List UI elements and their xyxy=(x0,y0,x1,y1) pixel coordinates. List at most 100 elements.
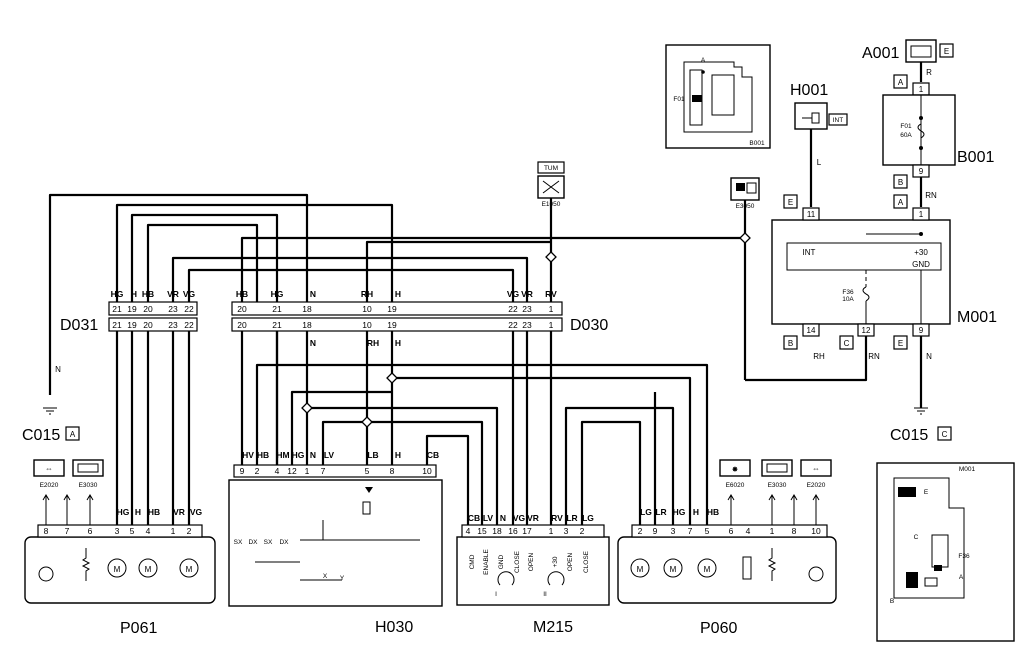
d030-top-pin: 22 xyxy=(508,304,518,314)
d030-bottom-pin: 10 xyxy=(362,320,372,330)
svg-text:B: B xyxy=(788,339,793,348)
svg-text:⇔: ⇔ xyxy=(45,464,53,473)
inset-m001-f36: F36 xyxy=(958,553,970,560)
svg-text:E: E xyxy=(898,339,903,348)
m215-wire-color: VR xyxy=(527,513,539,523)
svg-text:1: 1 xyxy=(919,210,924,219)
d030-connector: D030 xyxy=(231,301,608,334)
p061-pin: 1 xyxy=(171,526,176,536)
inset-m001-name: M001 xyxy=(959,466,976,473)
p060-pin: 3 xyxy=(671,526,676,536)
p061-wire-color: VG xyxy=(190,507,203,517)
h030-internal-label: DX xyxy=(248,539,258,546)
d030-bottom-pin: 18 xyxy=(302,320,312,330)
svg-text:X: X xyxy=(323,573,328,580)
d030-wire-color: RH xyxy=(361,289,373,299)
h030-module: N Y X H030 xyxy=(228,464,443,636)
p060-pin: 2 xyxy=(638,526,643,536)
d031-wire-color: VR xyxy=(167,289,179,299)
upper-wiring: N xyxy=(48,193,923,408)
d030-bottom-color: RH xyxy=(367,338,379,348)
h030-wire-color: H xyxy=(395,450,401,460)
m215-wire-color: VG xyxy=(513,513,526,523)
m215-wire-color: LV xyxy=(483,513,494,523)
svg-text:INT: INT xyxy=(803,248,816,257)
p061-wire-color: HB xyxy=(148,507,160,517)
d030-bottom-pin: 20 xyxy=(237,320,247,330)
h030-wire-color: HG xyxy=(292,450,305,460)
p060-pin: 7 xyxy=(688,526,693,536)
d031-wire-color: VG xyxy=(183,289,196,299)
h030-pin: 12 xyxy=(287,466,297,476)
h030-internal-label: DX xyxy=(279,539,289,546)
p061-pin: 8 xyxy=(44,526,49,536)
p060-wire-color: HB xyxy=(707,507,719,517)
inset-b001-f01: F01 xyxy=(673,96,685,103)
svg-text:E3030: E3030 xyxy=(79,482,98,489)
svg-text:RH: RH xyxy=(813,352,825,361)
ground-c015-right: C015 C xyxy=(890,407,952,444)
svg-text:60A: 60A xyxy=(900,132,912,139)
h030-wire-color: N xyxy=(310,450,316,460)
svg-text:M: M xyxy=(704,565,711,574)
m215-wire-color: RV xyxy=(551,513,563,523)
m215-wire-color: LR xyxy=(566,513,577,523)
d030-wire-color: HG xyxy=(271,289,284,299)
svg-text:14: 14 xyxy=(807,326,816,335)
h001-label: H001 xyxy=(790,82,828,99)
m215-pin: 16 xyxy=(508,526,518,536)
b001-label: B001 xyxy=(957,149,994,166)
inset-b001-name: B001 xyxy=(749,140,765,147)
m215-pin-function: CLOSE xyxy=(583,550,590,573)
d030-top-pin: 18 xyxy=(302,304,312,314)
m215-pin: 17 xyxy=(522,526,532,536)
svg-text:E: E xyxy=(788,198,793,207)
lower-wiring xyxy=(115,331,709,525)
h030-pin: 5 xyxy=(365,466,370,476)
d031-top-pin: 21 xyxy=(112,304,122,314)
ground-c015-left: C015 A xyxy=(22,407,80,444)
p060-pin: 9 xyxy=(653,526,658,536)
d030-bottom-pin: 22 xyxy=(508,320,518,330)
svg-text:TUM: TUM xyxy=(544,165,558,172)
p061-wire-color: H xyxy=(135,507,141,517)
svg-text:M: M xyxy=(670,565,677,574)
d031-bottom-pin: 20 xyxy=(143,320,153,330)
h030-pin: 9 xyxy=(240,466,245,476)
m215-pin-function: OPEN xyxy=(567,552,574,571)
d030-label: D030 xyxy=(570,317,608,334)
svg-text:F36: F36 xyxy=(842,289,854,296)
h030-pin: 8 xyxy=(390,466,395,476)
m215-wire-color: CB xyxy=(468,513,480,523)
b001-fusebox: A 1 F01 60A B001 9 B RN xyxy=(882,74,994,207)
svg-text:N: N xyxy=(55,365,61,374)
c015-right-label: C015 xyxy=(890,427,928,444)
svg-text:R: R xyxy=(926,68,932,77)
p061-label: P061 xyxy=(120,620,157,637)
d030-bottom-pin: 1 xyxy=(549,320,554,330)
svg-text:A: A xyxy=(898,78,904,87)
m215-pin-function: CLOSE xyxy=(514,550,521,573)
d030-bottom-color: H xyxy=(395,338,401,348)
svg-text:E3030: E3030 xyxy=(768,482,787,489)
m215-pin-function: CMD xyxy=(469,554,476,569)
m215-pin: 4 xyxy=(466,526,471,536)
p060-label: P060 xyxy=(700,620,737,637)
svg-text:INT: INT xyxy=(833,117,844,124)
svg-text:N: N xyxy=(926,352,932,361)
d030-bottom-color: N xyxy=(310,338,316,348)
d030-bottom-pin: 21 xyxy=(272,320,282,330)
p060-module: ✸ E6020 E3030 ⇔ E2020 M M M P060 xyxy=(617,459,837,637)
svg-text:II: II xyxy=(543,591,547,598)
m215-wire-color: N xyxy=(500,513,506,523)
svg-text:9: 9 xyxy=(919,167,924,176)
svg-text:L: L xyxy=(817,158,822,167)
svg-text:RN: RN xyxy=(868,352,880,361)
m215-pin-function: ENABLE xyxy=(483,549,490,575)
d031-bottom-pin: 21 xyxy=(112,320,122,330)
h030-wire-color: CB xyxy=(427,450,439,460)
a001-label: A001 xyxy=(862,45,899,62)
inset-m001-b: B xyxy=(890,598,894,605)
svg-text:Y: Y xyxy=(340,575,345,582)
